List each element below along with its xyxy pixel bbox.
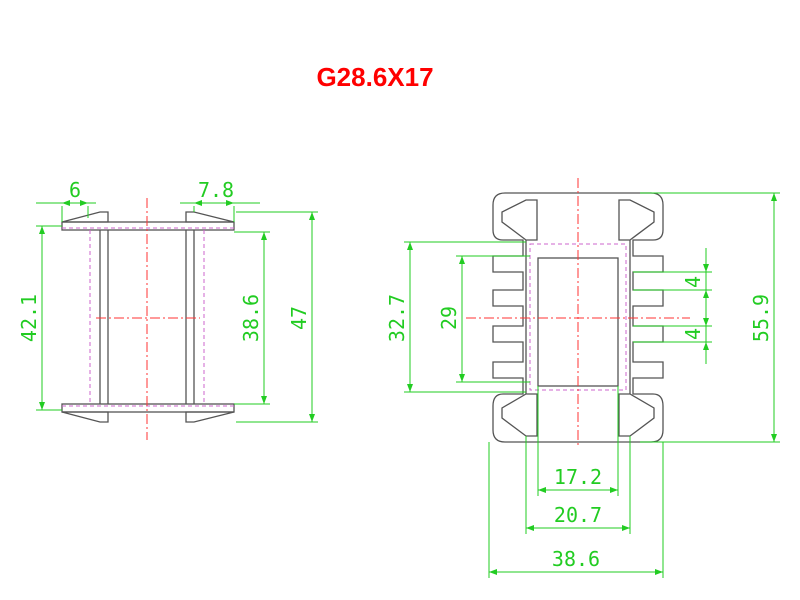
top-right-pin	[185, 211, 235, 223]
dim-core-width: 20.7	[554, 503, 602, 527]
dim-overall-height: 47	[287, 306, 311, 330]
top-right-pin	[618, 199, 655, 241]
top-flange	[61, 221, 235, 231]
bottom-left-pin	[61, 411, 109, 423]
front-view: 32.7 29 4 4 55.9 17.2 20.7 38.6	[385, 178, 780, 578]
front-view-dimensions	[404, 192, 780, 578]
dim-front-overall-height: 55.9	[749, 294, 773, 342]
side-view-centerlines	[96, 198, 200, 440]
bottom-right-pin	[185, 411, 235, 423]
dim-slot-pitch-bottom: 4	[681, 328, 705, 340]
drawing-title: G28.6X17	[316, 62, 434, 92]
side-view-dimensions	[36, 202, 318, 423]
bottom-left-pin	[501, 393, 538, 437]
top-left-pin	[61, 211, 109, 223]
dim-slot-pitch-top: 4	[681, 276, 705, 288]
dim-inner-width: 17.2	[554, 465, 602, 489]
dim-flange-width-right: 7.8	[198, 178, 234, 202]
front-view-dimension-labels: 32.7 29 4 4 55.9 17.2 20.7 38.6	[385, 276, 773, 571]
side-view-hidden-lines	[62, 227, 234, 407]
dim-winding-height: 32.7	[385, 294, 409, 342]
bottom-flange	[61, 403, 235, 413]
dim-core-window: 29	[437, 306, 461, 330]
side-view: 6 7.8 42.1 38.6 47	[17, 178, 318, 440]
side-view-outline	[61, 211, 235, 423]
top-left-pin	[501, 199, 538, 241]
bottom-right-pin	[618, 393, 655, 437]
front-view-arrows	[407, 193, 777, 575]
dim-overall-width: 38.6	[552, 547, 600, 571]
front-view-centerlines	[466, 178, 690, 446]
side-view-arrows	[39, 200, 315, 422]
side-view-dimension-labels: 6 7.8 42.1 38.6 47	[17, 178, 311, 342]
dim-inner-height: 38.6	[239, 294, 263, 342]
dim-overall-span: 42.1	[17, 294, 41, 342]
dim-flange-width: 6	[69, 178, 81, 202]
